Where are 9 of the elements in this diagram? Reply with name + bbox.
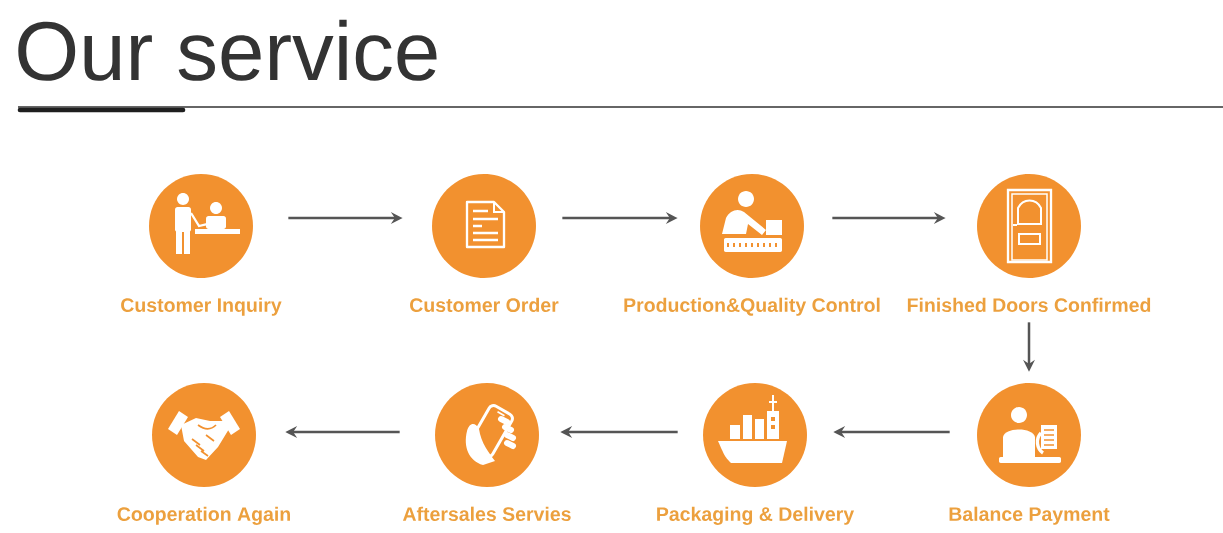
title: Our service [18, 19, 437, 81]
node-label: Production&Quality Control [624, 297, 880, 316]
node-label: Cooperation Again [117, 506, 290, 525]
node-label: Aftersales Servies [402, 506, 571, 521]
node-label: Packaging & Delivery [657, 506, 855, 525]
node-label: Customer Inquiry [121, 297, 282, 316]
node-label: Customer Order [410, 297, 559, 312]
node-label: Finished Doors Confirmed [907, 297, 1151, 312]
node-label: Balance Payment [949, 506, 1110, 525]
